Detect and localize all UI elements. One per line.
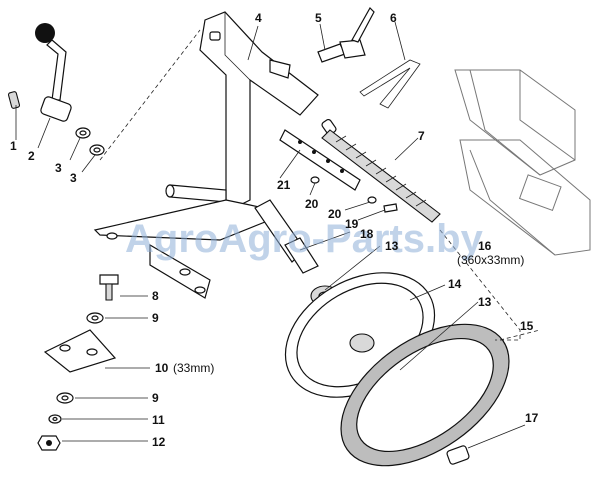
washer-20a xyxy=(310,176,320,184)
part-label-9b: 9 xyxy=(152,391,159,405)
part-label-20a: 20 xyxy=(305,197,319,211)
screw-19 xyxy=(383,203,398,213)
tire-15 xyxy=(340,323,510,467)
part-label-7: 7 xyxy=(418,129,425,143)
part-label-5: 5 xyxy=(315,11,322,25)
watermark-text: AgroAgro-Parts.by xyxy=(125,217,484,261)
part-label-19: 19 xyxy=(345,217,359,231)
part-label-13a: 13 xyxy=(385,239,399,253)
washer-11 xyxy=(48,414,62,424)
sleeve-18 xyxy=(284,237,319,274)
part-label-13b: 13 xyxy=(478,295,492,309)
handle-knob-icon xyxy=(35,23,55,43)
mounting-bracket-outline xyxy=(454,69,591,256)
part-label-2: 2 xyxy=(28,149,35,163)
washer-9a xyxy=(86,312,104,324)
washer-3b xyxy=(89,144,105,156)
part-label-20b: 20 xyxy=(328,207,342,221)
part-label-12: 12 xyxy=(152,435,166,449)
bolt-8 xyxy=(99,274,119,301)
part-label-15: 15 xyxy=(520,319,534,333)
part-label-3b: 3 xyxy=(70,171,77,185)
washer-3a xyxy=(75,127,91,139)
plate-10 xyxy=(43,329,117,373)
part-label-3a: 3 xyxy=(55,161,62,175)
part-note-10: (33mm) xyxy=(173,361,214,375)
part-label-21: 21 xyxy=(277,178,291,192)
lock-pin-5 xyxy=(317,7,375,63)
washer-20b xyxy=(367,196,377,204)
part-note-16: (360x33mm) xyxy=(457,253,524,267)
part-label-9a: 9 xyxy=(152,311,159,325)
part-label-16: 16 xyxy=(478,239,492,253)
valve-17 xyxy=(446,445,470,465)
part-label-4: 4 xyxy=(255,11,262,25)
part-label-11: 11 xyxy=(152,413,165,427)
part-label-1: 1 xyxy=(10,139,17,153)
crank-handle xyxy=(35,23,72,122)
part-label-18: 18 xyxy=(360,227,374,241)
part-label-8: 8 xyxy=(152,289,159,303)
pin-1 xyxy=(7,91,21,109)
part-label-14: 14 xyxy=(448,277,462,291)
part-label-10: 10 xyxy=(155,361,169,375)
nut-12 xyxy=(37,435,61,451)
washer-9b xyxy=(56,392,74,404)
adjuster-bar-21 xyxy=(279,129,361,191)
part-label-17: 17 xyxy=(525,411,539,425)
spring-clip-6 xyxy=(359,59,421,109)
part-label-6: 6 xyxy=(390,11,397,25)
threaded-spindle-7 xyxy=(321,118,441,223)
leader-lines xyxy=(15,21,541,449)
